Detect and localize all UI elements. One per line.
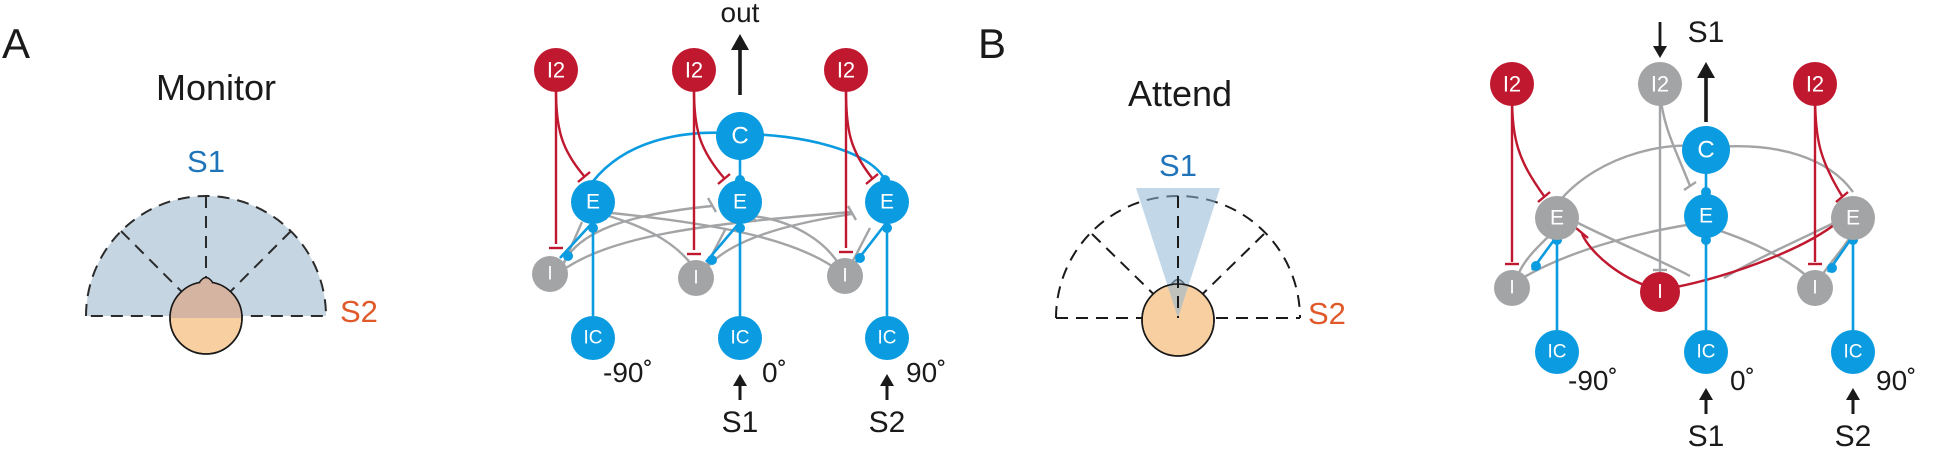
e-node: E [1684,194,1728,238]
svg-text:I: I [1657,281,1663,303]
svg-text:IC: IC [878,328,897,349]
input-label: S1 [1688,420,1725,453]
attend-spotlight-beam [1136,188,1220,318]
panel-a-network: I2 I2 I2 out C E E E I I I IC IC IC -90˚… [532,0,946,439]
i-node-inactive: I [1494,270,1530,306]
output-label: S1 [1688,16,1725,49]
ic-node: IC [571,316,615,360]
out-arrow-head [731,34,749,50]
panel-b-letter: B [978,20,1006,67]
i-node: I [827,258,863,294]
input-arrow-head [1846,388,1860,400]
svg-text:I2: I2 [1651,72,1669,97]
svg-text:E: E [586,191,600,214]
i2-inhibition-marks [549,171,879,256]
svg-text:I: I [547,264,552,285]
head-outline [1141,283,1215,357]
angle-label: -90˚ [603,357,653,388]
svg-text:I: I [1509,278,1514,299]
svg-text:IC: IC [584,328,603,349]
angle-label: 90˚ [906,357,946,388]
c-node: C [1682,126,1730,174]
panel-a-title: Monitor [156,67,276,108]
i2-connections [554,89,873,250]
angle-label: 90˚ [1876,365,1916,396]
svg-text:I2: I2 [837,58,855,83]
svg-text:IC: IC [1548,342,1567,363]
ic-node: IC [718,316,762,360]
output-label: out [721,0,760,28]
e-node: E [571,180,615,224]
panel-a-s2-label: S2 [340,294,378,329]
svg-text:E: E [1550,207,1564,230]
svg-text:IC: IC [731,328,750,349]
angle-label: 0˚ [762,357,787,388]
e-node-inactive: E [1535,196,1579,240]
svg-text:C: C [731,123,748,150]
e-node: E [865,180,909,224]
svg-text:I: I [693,268,698,289]
input-label: S2 [1835,420,1872,453]
panel-b-schematic: B Attend S1 S2 [978,20,1346,357]
panel-b-s2-label: S2 [1308,296,1346,331]
i-node: I [678,260,714,296]
i2-node: I2 [672,48,716,92]
i2-node: I2 [824,48,868,92]
svg-text:I2: I2 [1806,72,1824,97]
angle-label: -90˚ [1568,365,1618,396]
panel-a-schematic: A Monitor S1 S2 [2,20,378,355]
panel-a-s1-label: S1 [187,144,225,179]
i2-node: I2 [1793,62,1837,106]
input-arrow-head [1699,388,1713,400]
i2-node: I2 [1490,62,1534,106]
ic-node: IC [1535,330,1579,374]
i-node-active: I [1640,272,1680,312]
c-node: C [716,112,764,160]
svg-text:C: C [1697,137,1714,164]
input-arrow-head [733,374,747,386]
ic-node: IC [865,316,909,360]
angle-label: 0˚ [1730,365,1755,396]
svg-text:I2: I2 [547,58,565,83]
panel-b-title: Attend [1128,73,1232,114]
nose-icon [198,276,214,284]
e-node-inactive: E [1831,196,1875,240]
input-arrow-head [880,374,894,386]
panel-b-s1-label: S1 [1159,148,1197,183]
ic-to-e-connections [1530,172,1855,336]
input-label: S2 [869,406,906,439]
ic-synapse-dots [563,223,892,265]
input-arrow-head [1653,46,1667,58]
svg-text:I: I [842,266,847,287]
svg-text:E: E [733,191,747,214]
svg-text:I2: I2 [1503,72,1521,97]
gray-inhibition-marks [1653,181,1697,272]
svg-text:E: E [880,191,894,214]
i2-node-inactive: I2 [1638,62,1682,106]
svg-text:I: I [1812,278,1817,299]
svg-text:E: E [1699,205,1713,228]
i-node: I [532,256,568,292]
head-icon [169,276,243,355]
ic-node: IC [1684,330,1728,374]
i-node-inactive: I [1797,270,1833,306]
panel-b-network: S1 I2 I2 I2 C E E E I I I IC IC IC -90˚ … [1490,16,1916,453]
i2-connections [1510,93,1844,292]
e-node: E [718,180,762,224]
svg-text:I2: I2 [685,58,703,83]
svg-text:IC: IC [1697,342,1716,363]
i2-node: I2 [534,48,578,92]
svg-text:E: E [1846,207,1860,230]
ic-node: IC [1831,330,1875,374]
svg-text:IC: IC [1844,342,1863,363]
out-arrow-head [1697,62,1715,78]
panel-a-letter: A [2,20,30,67]
input-label: S1 [722,406,759,439]
